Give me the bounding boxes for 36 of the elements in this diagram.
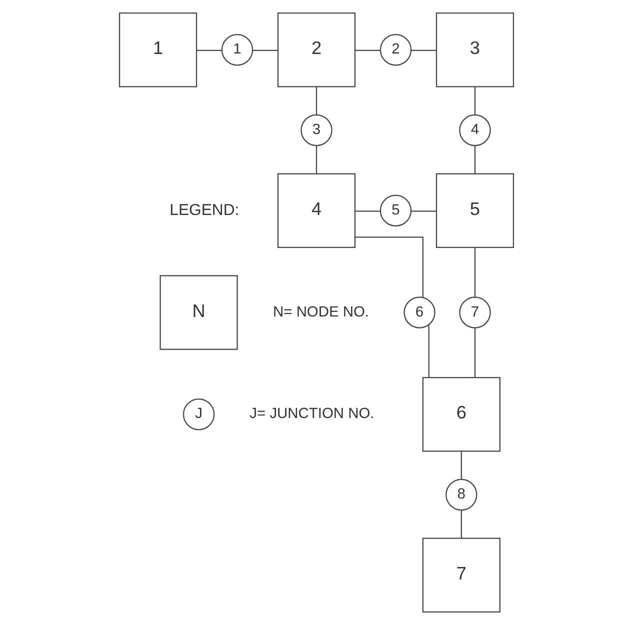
node-box: 1 [118, 12, 197, 88]
connector [196, 50, 222, 51]
label: LEGEND: [169, 202, 239, 219]
node-box: 6 [422, 377, 500, 452]
node-circle: 3 [300, 114, 332, 146]
node-label: N= NODE NO. [272, 304, 369, 320]
connector [252, 50, 278, 51]
connector [460, 451, 462, 480]
connector [410, 210, 436, 212]
node-circle: 7 [458, 296, 490, 328]
node-box: 4 [276, 173, 356, 248]
connector [354, 210, 380, 212]
node-box: 7 [422, 538, 500, 612]
connector [354, 50, 380, 51]
connector [474, 146, 476, 174]
node-circle: 6 [403, 296, 435, 328]
connector [474, 248, 476, 298]
connector [474, 86, 476, 115]
node-circle: J [182, 398, 214, 430]
node-circle: 2 [379, 34, 412, 66]
connector [410, 50, 436, 51]
connector [315, 86, 317, 115]
node-circle: 8 [445, 478, 477, 511]
connector [474, 328, 476, 378]
node-circle: 5 [379, 194, 412, 226]
connector [354, 236, 423, 298]
connector [315, 146, 317, 174]
node-box: N [159, 275, 238, 350]
connector [460, 510, 462, 538]
node-box: 3 [435, 12, 514, 88]
node-circle: 1 [220, 34, 253, 66]
node-circle: 4 [458, 114, 490, 146]
connector [428, 325, 429, 378]
node-label: J= JUNCTION NO. [249, 406, 374, 422]
node-box: 5 [435, 173, 514, 248]
node-box: 2 [276, 12, 356, 88]
